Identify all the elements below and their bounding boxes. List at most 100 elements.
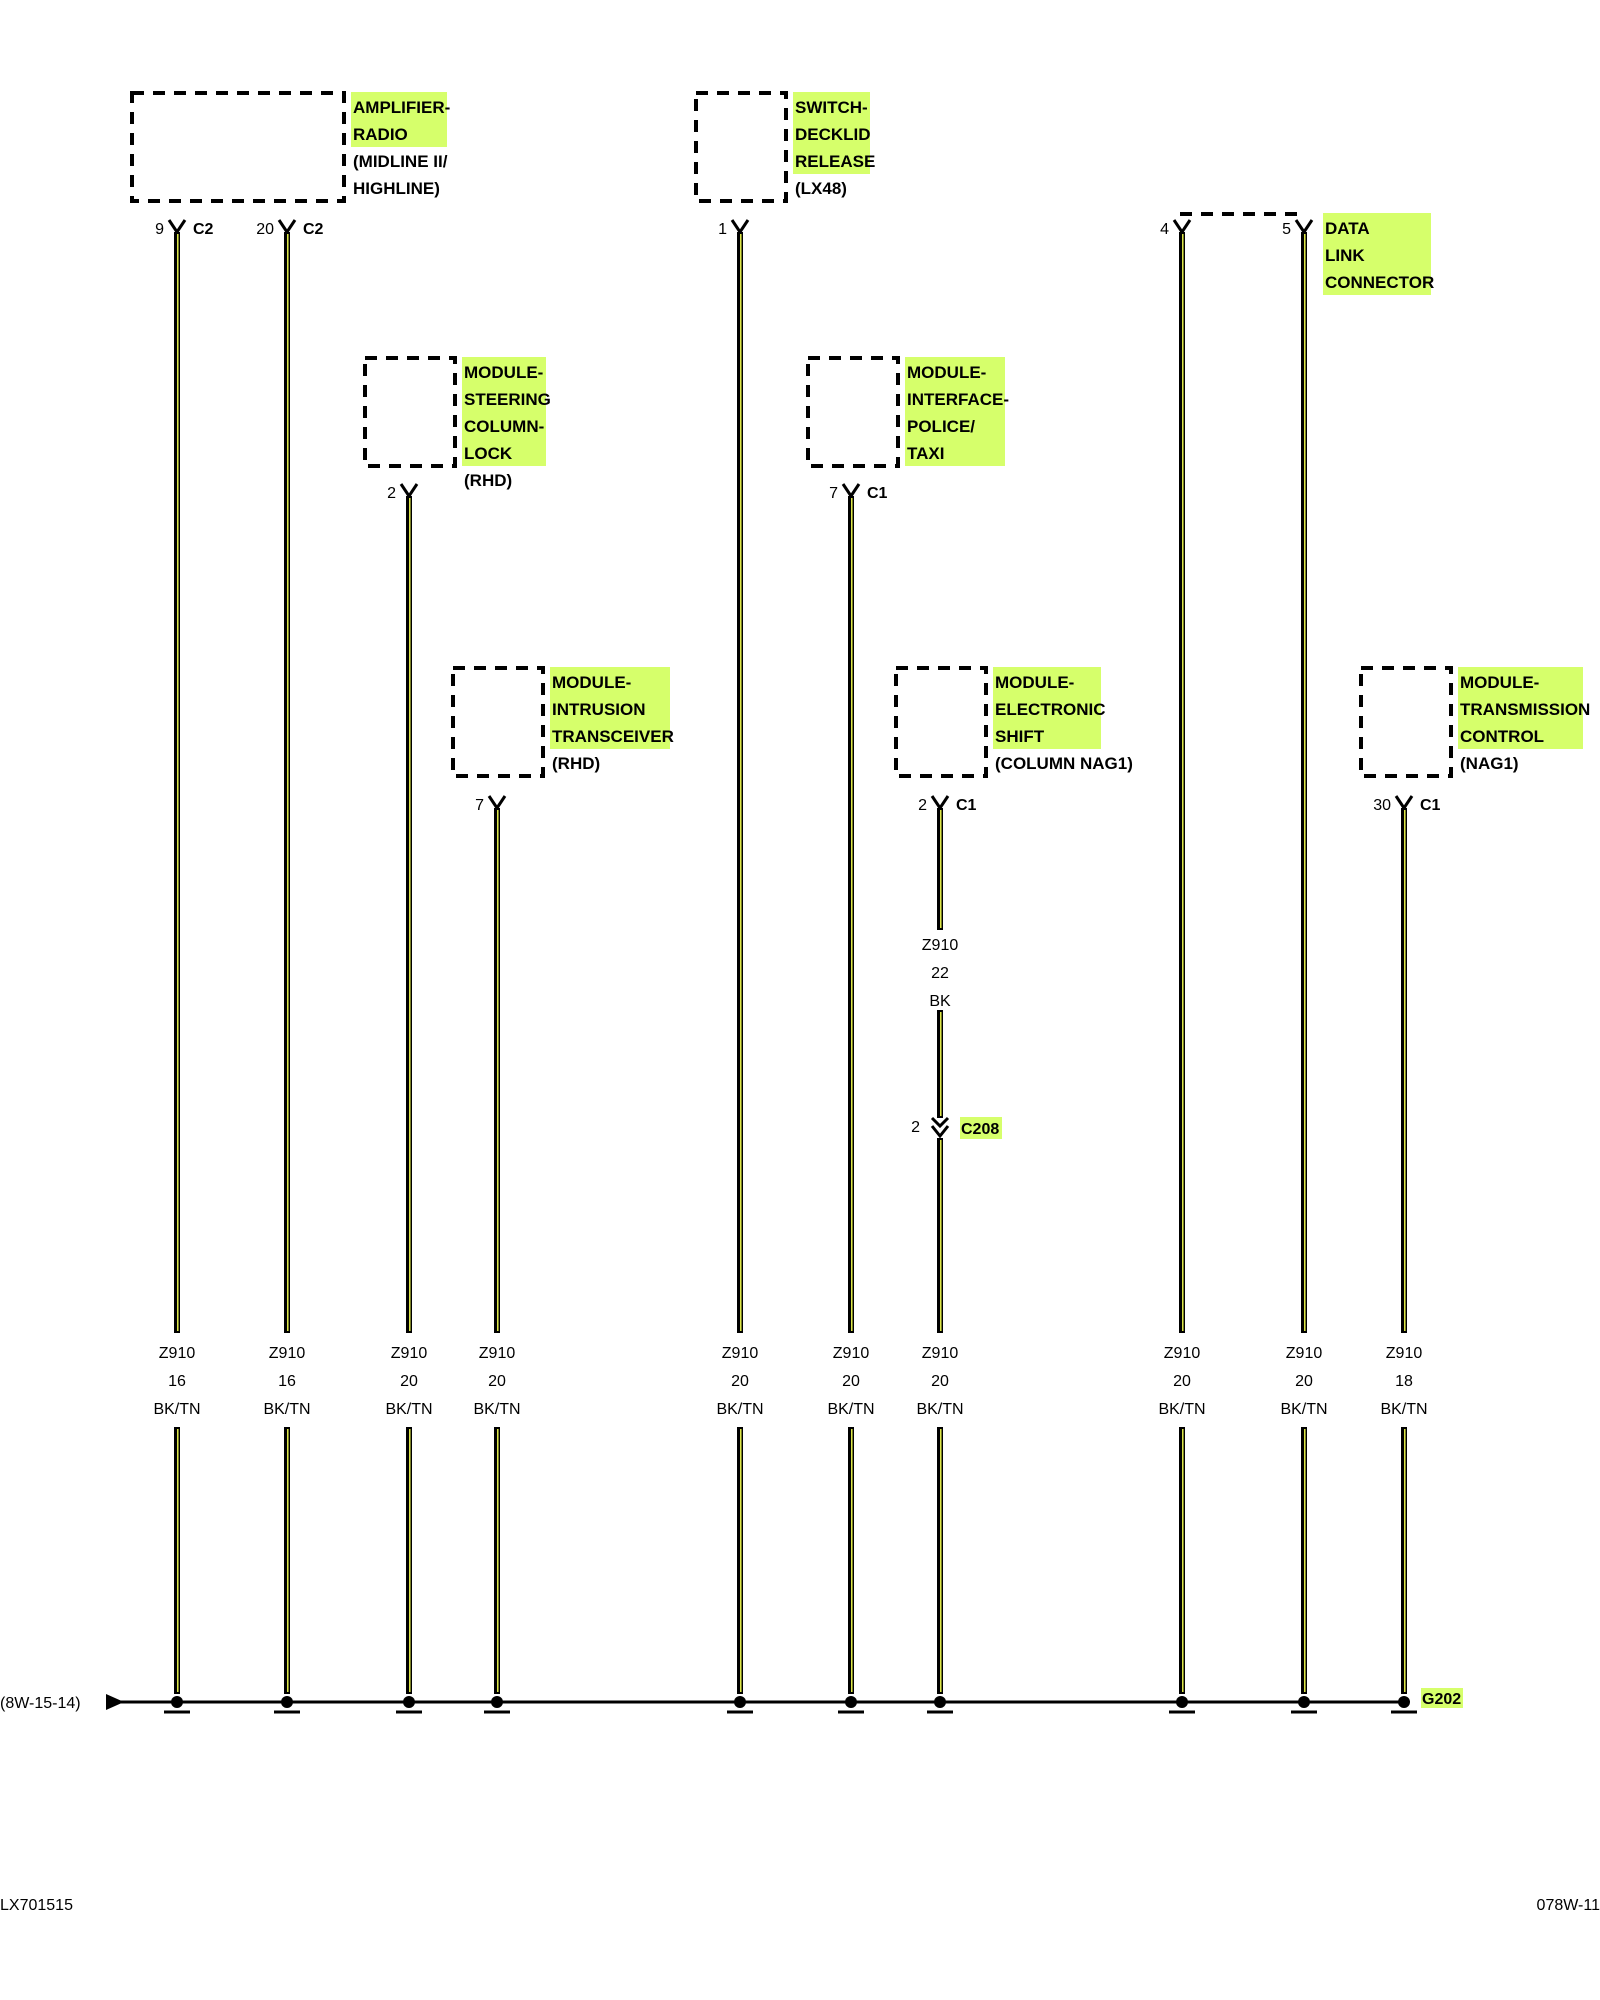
component-label: MODULE- (995, 673, 1074, 692)
component-module-interface-police-taxi: MODULE-INTERFACE-POLICE/TAXI (806, 356, 1009, 468)
wire-color: BK/TN (473, 1401, 520, 1418)
terminal-fork (277, 219, 297, 235)
label-highlight (1458, 667, 1583, 695)
component-box (363, 356, 457, 468)
pin-number: 7 (475, 797, 484, 814)
connector-id: C1 (956, 797, 977, 814)
segment-color: BK (929, 993, 951, 1010)
component-amplifier-radio: AMPLIFIER-RADIO(MIDLINE II/HIGHLINE) (130, 91, 450, 203)
wire-circuit: Z910 (833, 1345, 870, 1362)
component-label: MODULE- (1460, 673, 1539, 692)
component-label: TRANSCEIVER (552, 727, 674, 746)
label-highlight (793, 92, 870, 120)
inline-connector-female (930, 1125, 950, 1139)
component-label: LOCK (464, 444, 513, 463)
pin-number: 4 (1160, 221, 1169, 238)
component-box (1359, 666, 1453, 778)
wire-color: BK/TN (1380, 1401, 1427, 1418)
component-note: (COLUMN NAG1) (995, 754, 1133, 773)
component-box (694, 91, 788, 203)
wire-color: BK/TN (827, 1401, 874, 1418)
segment-gauge: 22 (931, 965, 949, 982)
ground-bus: (8W-15-14)G202 (0, 1688, 1463, 1712)
terminal-fork (487, 795, 507, 811)
component-label: AMPLIFIER- (353, 98, 450, 117)
label-highlight (993, 667, 1101, 695)
connector-outline (1180, 212, 1306, 216)
wire-color: BK/TN (263, 1401, 310, 1418)
label-highlight (462, 384, 546, 412)
wire-circuit: Z910 (1164, 1345, 1201, 1362)
component-label: STEERING (464, 390, 551, 409)
wire-gauge: 16 (278, 1373, 296, 1390)
wire-gauge: 20 (842, 1373, 860, 1390)
label-highlight (993, 721, 1101, 749)
pin-number: 20 (256, 221, 274, 238)
component-label: SHIFT (995, 727, 1045, 746)
label-highlight (905, 438, 1005, 466)
wire-gauge: 20 (1295, 1373, 1313, 1390)
component-note: HIGHLINE) (353, 179, 440, 198)
label-highlight (1323, 240, 1431, 268)
component-label: INTRUSION (552, 700, 646, 719)
connector-id: C1 (1420, 797, 1441, 814)
label-highlight (793, 119, 870, 147)
component-box (130, 91, 346, 203)
label-highlight (550, 694, 670, 722)
label-highlight (993, 694, 1101, 722)
component-label: DATA (1325, 219, 1370, 238)
wire-color: BK/TN (1280, 1401, 1327, 1418)
wire-gauge: 20 (1173, 1373, 1191, 1390)
component-note: (NAG1) (1460, 754, 1519, 773)
wire-circuit: Z910 (922, 1345, 959, 1362)
wire-gauge: 20 (488, 1373, 506, 1390)
label-highlight (462, 357, 546, 385)
wire-gauge: 20 (731, 1373, 749, 1390)
diagram-id-left: LX701515 (0, 1897, 73, 1914)
component-label: COLUMN- (464, 417, 544, 436)
label-highlight (351, 119, 447, 147)
terminal-fork (167, 219, 187, 235)
wire-circuit: Z910 (1386, 1345, 1423, 1362)
wire-circuit: Z910 (1286, 1345, 1323, 1362)
label-highlight (462, 438, 546, 466)
terminal-fork (399, 483, 419, 499)
terminal-fork (1394, 795, 1414, 811)
component-note: (MIDLINE II/ (353, 152, 448, 171)
label-highlight (462, 411, 546, 439)
component-note: (LX48) (795, 179, 847, 198)
inline-connector-male (930, 1116, 950, 1129)
label-highlight (351, 92, 447, 120)
page-id-right: 078W-11 (1537, 1897, 1600, 1914)
wire-circuit: Z910 (479, 1345, 516, 1362)
label-highlight (905, 411, 1005, 439)
arrow-icon (106, 1694, 124, 1710)
label-highlight (905, 357, 1005, 385)
label-highlight (550, 721, 670, 749)
label-highlight (960, 1117, 1002, 1139)
pin-number: 1 (718, 221, 727, 238)
label-highlight (1458, 694, 1583, 722)
component-note: (RHD) (552, 754, 600, 773)
component-label: DECKLID (795, 125, 871, 144)
wire-color: BK/TN (385, 1401, 432, 1418)
terminal-fork (930, 795, 950, 811)
component-label: RELEASE (795, 152, 875, 171)
component-label: MODULE- (907, 363, 986, 382)
inline-connector-id: C208 (961, 1121, 999, 1138)
wire-gauge: 20 (400, 1373, 418, 1390)
inline-pin-number: 2 (911, 1119, 920, 1136)
component-label: LINK (1325, 246, 1365, 265)
label-highlight (1458, 721, 1583, 749)
pin-number: 30 (1373, 797, 1391, 814)
component-label: CONTROL (1460, 727, 1544, 746)
label-highlight (905, 384, 1005, 412)
